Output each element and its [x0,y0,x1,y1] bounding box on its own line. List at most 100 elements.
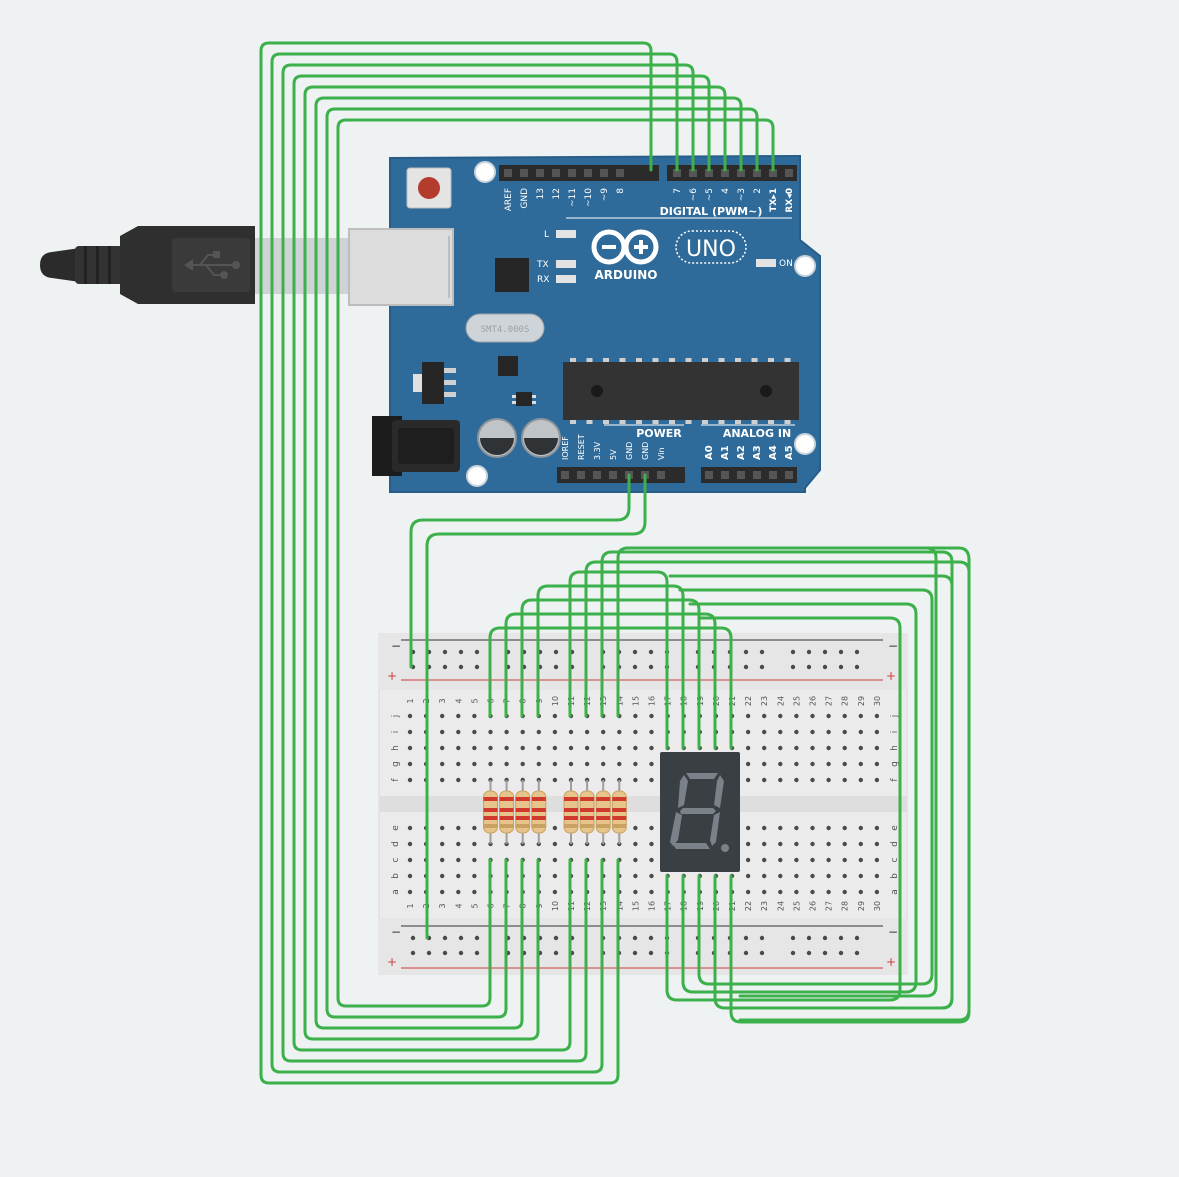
breadboard-hole[interactable] [810,889,815,895]
breadboard-hole[interactable] [854,935,860,941]
breadboard-hole[interactable] [552,873,558,879]
breadboard-hole[interactable] [407,857,413,863]
breadboard-hole[interactable] [838,664,844,670]
breadboard-hole[interactable] [440,745,445,751]
breadboard-hole[interactable] [826,841,831,847]
jumper-wire[interactable] [536,584,685,750]
breadboard-hole[interactable] [553,935,559,941]
header-socket[interactable] [721,169,729,177]
breadboard-hole[interactable] [874,825,880,831]
breadboard-hole[interactable] [407,825,413,831]
breadboard-hole[interactable] [472,889,477,895]
header-socket[interactable] [561,471,569,479]
breadboard-hole[interactable] [858,713,863,719]
header-socket[interactable] [577,471,585,479]
breadboard-hole[interactable] [472,777,477,783]
header-socket[interactable] [737,169,745,177]
jumper-wire[interactable] [488,626,733,750]
breadboard-hole[interactable] [826,761,831,767]
breadboard-hole[interactable] [488,761,493,767]
breadboard-hole[interactable] [617,729,622,735]
breadboard-hole[interactable] [743,649,749,655]
breadboard-hole[interactable] [649,841,654,847]
header-socket[interactable] [721,471,729,479]
jumper-wire[interactable] [616,546,938,998]
jumper-wire[interactable] [668,574,954,1010]
breadboard-hole[interactable] [745,761,751,767]
header-socket[interactable] [785,169,793,177]
breadboard-hole[interactable] [794,873,799,879]
breadboard-hole[interactable] [472,873,477,879]
breadboard-hole[interactable] [826,889,831,895]
header-socket[interactable] [584,169,592,177]
resistor[interactable] [531,780,547,844]
breadboard-hole[interactable] [745,825,751,831]
header-socket[interactable] [593,471,601,479]
breadboard-hole[interactable] [826,729,831,735]
breadboard-hole[interactable] [442,664,448,670]
power-jack[interactable] [372,416,460,476]
breadboard-hole[interactable] [874,889,880,895]
breadboard-hole[interactable] [456,857,461,863]
breadboard-hole[interactable] [858,857,863,863]
jumper-wire[interactable] [665,616,902,1002]
breadboard-hole[interactable] [520,745,525,751]
breadboard-hole[interactable] [633,873,638,879]
breadboard-hole[interactable] [553,950,559,956]
breadboard-hole[interactable] [504,761,509,767]
breadboard-hole[interactable] [854,649,860,655]
breadboard-hole[interactable] [810,873,815,879]
breadboard-hole[interactable] [456,889,461,895]
breadboard-hole[interactable] [842,713,847,719]
breadboard-hole[interactable] [762,841,767,847]
breadboard-hole[interactable] [874,729,880,735]
breadboard-hole[interactable] [633,777,638,783]
breadboard-hole[interactable] [826,825,831,831]
breadboard-hole[interactable] [633,889,638,895]
breadboard-hole[interactable] [440,857,445,863]
breadboard-hole[interactable] [617,761,622,767]
breadboard-hole[interactable] [822,950,828,956]
breadboard-hole[interactable] [794,761,799,767]
header-socket[interactable] [705,169,713,177]
breadboard-hole[interactable] [632,950,638,956]
breadboard-hole[interactable] [472,745,477,751]
header-socket[interactable] [536,169,544,177]
breadboard-hole[interactable] [858,825,863,831]
resistor[interactable] [579,780,595,844]
breadboard-hole[interactable] [794,713,799,719]
breadboard-hole[interactable] [762,761,767,767]
breadboard-hole[interactable] [536,729,541,735]
breadboard-hole[interactable] [858,777,863,783]
breadboard-hole[interactable] [407,841,413,847]
breadboard-hole[interactable] [810,713,815,719]
resistor[interactable] [483,780,498,844]
breadboard-hole[interactable] [842,889,847,895]
breadboard-hole[interactable] [472,825,477,831]
breadboard-hole[interactable] [633,841,638,847]
header-socket[interactable] [552,169,560,177]
breadboard-hole[interactable] [810,825,815,831]
breadboard-hole[interactable] [649,777,654,783]
jumper-wire[interactable] [425,473,647,940]
breadboard-hole[interactable] [858,745,863,751]
breadboard-hole[interactable] [536,761,541,767]
breadboard-hole[interactable] [458,664,464,670]
breadboard-hole[interactable] [472,713,477,719]
breadboard-hole[interactable] [842,825,847,831]
breadboard-hole[interactable] [472,761,477,767]
breadboard-hole[interactable] [440,873,445,879]
jumper-wire[interactable] [281,63,695,1063]
breadboard-hole[interactable] [794,889,799,895]
header-socket[interactable] [753,471,761,479]
breadboard-hole[interactable] [440,761,445,767]
breadboard-hole[interactable] [810,777,815,783]
breadboard-hole[interactable] [810,857,815,863]
breadboard-hole[interactable] [794,857,799,863]
breadboard-hole[interactable] [552,889,558,895]
header-socket[interactable] [785,471,793,479]
breadboard-hole[interactable] [440,729,445,735]
breadboard-hole[interactable] [745,857,751,863]
breadboard-hole[interactable] [790,664,796,670]
breadboard-hole[interactable] [790,935,796,941]
